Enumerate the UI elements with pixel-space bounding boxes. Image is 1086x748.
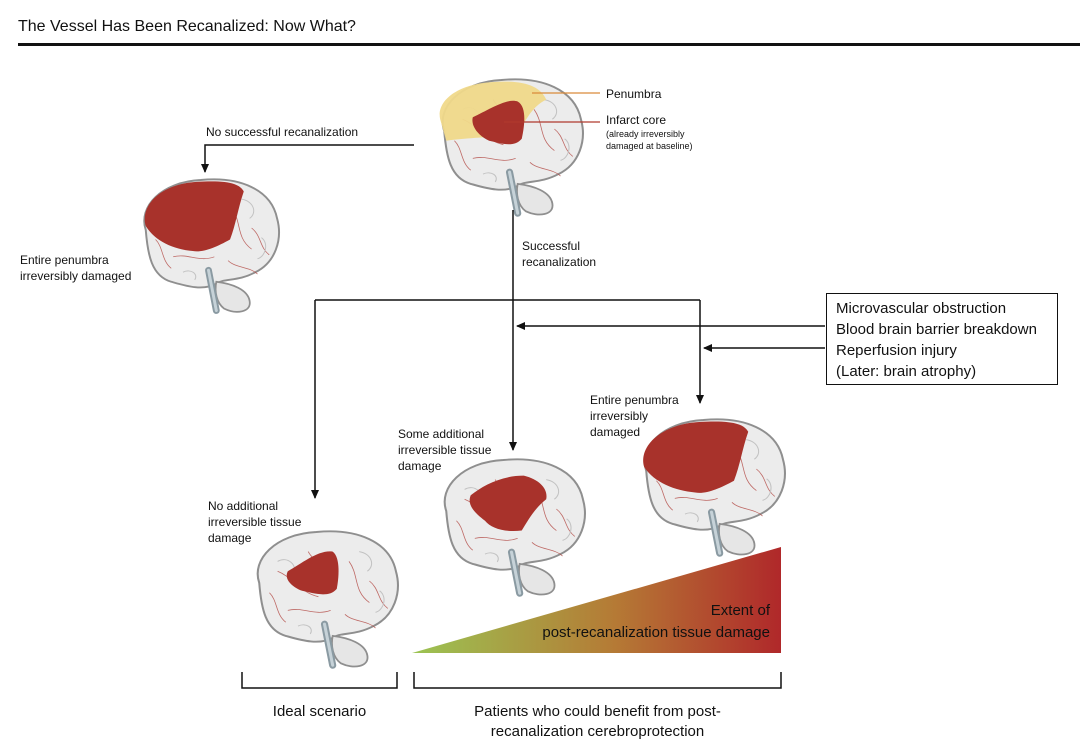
some-additional-damage-label: Some additional irreversible tissue dama…: [398, 427, 492, 473]
benefit-group-label: Patients who could benefit from post- re…: [474, 703, 721, 740]
medium-infarct-region: [469, 475, 547, 532]
entire-infarct-region: [643, 421, 749, 493]
failed-brain: [144, 179, 279, 311]
gradient-label: Extent of post-recanalization tissue dam…: [542, 602, 770, 641]
factor-item: Microvascular obstruction: [836, 300, 1007, 317]
title-divider: [18, 43, 1080, 46]
infarct-core-note: (already irreversibly damaged at baselin…: [606, 129, 693, 151]
injury-factors-box: Microvascular obstruction Blood brain ba…: [826, 293, 1058, 385]
baseline-brain: [440, 79, 583, 214]
ideal-bracket: [241, 672, 398, 689]
factor-item: (Later: brain atrophy): [836, 363, 977, 380]
small-infarct-region: [286, 551, 339, 595]
page-title: The Vessel Has Been Recanalized: Now Wha…: [18, 18, 356, 35]
entire-damage-label: Entire penumbra irreversibly damaged: [590, 393, 679, 439]
benefit-bracket: [413, 672, 782, 689]
ideal-scenario-label: Ideal scenario: [272, 703, 367, 720]
full-infarct-region: [144, 181, 244, 252]
penumbra-label: Penumbra: [606, 87, 662, 101]
no-additional-damage-label: No additional irreversible tissue damage: [208, 499, 302, 545]
ideal-brain: [258, 531, 398, 666]
some-damage-brain: [445, 459, 585, 594]
factor-item: Reperfusion injury: [836, 342, 957, 359]
infarct-core-region: [472, 100, 525, 145]
successful-recanalization-label: Successful recanalization: [522, 239, 597, 269]
no-recanalization-label: No successful recanalization: [206, 125, 359, 139]
failed-outcome-label: Entire penumbra irreversibly damaged: [20, 253, 132, 283]
damage-gradient-wedge: [412, 547, 781, 653]
entire-damage-brain: [643, 419, 785, 554]
factor-item: Blood brain barrier breakdown: [836, 321, 1037, 338]
no-recanalization-arrow: [201, 144, 414, 173]
infarct-core-label: Infarct core: [606, 113, 667, 127]
